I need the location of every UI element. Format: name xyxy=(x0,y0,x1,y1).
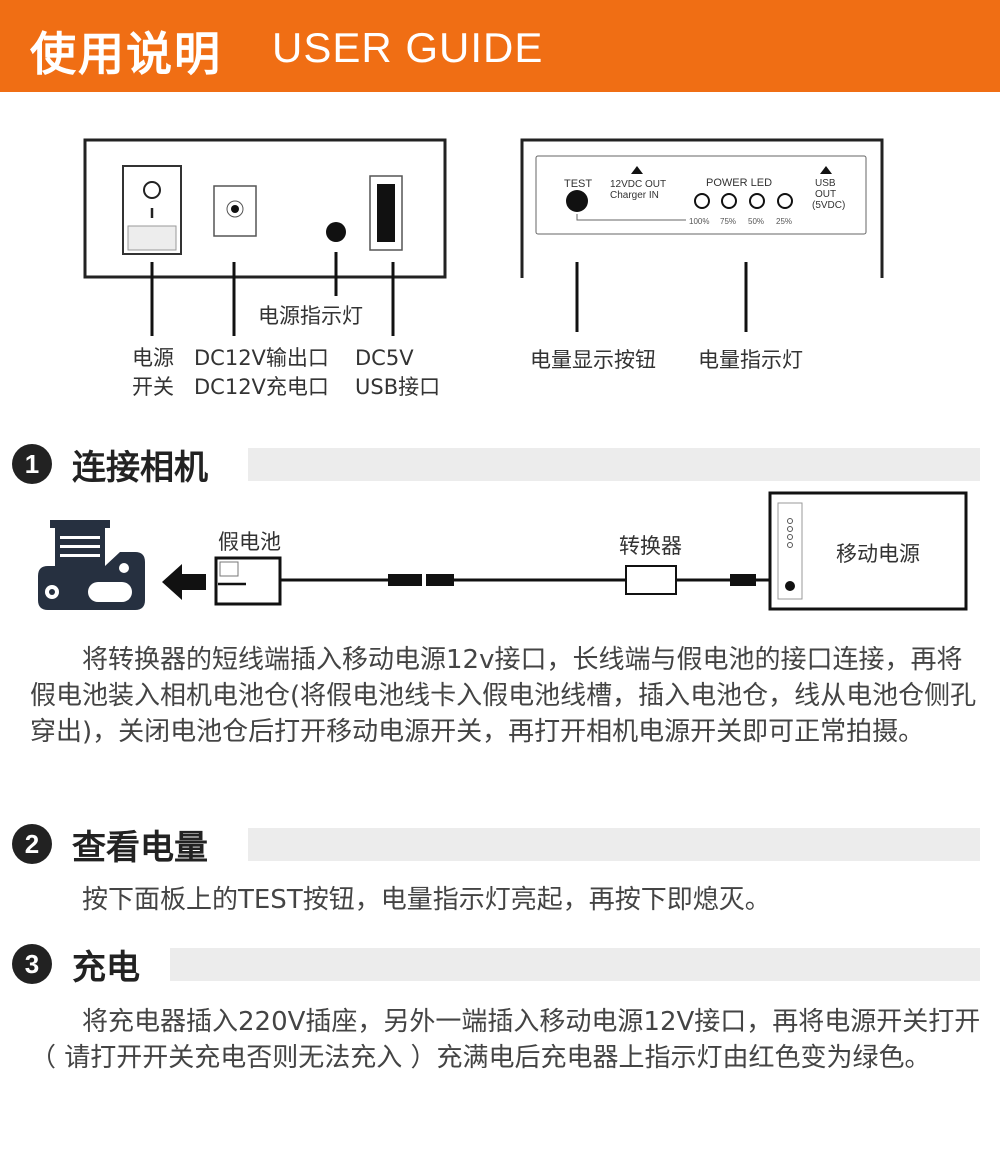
usb-label-2: OUT xyxy=(815,189,836,200)
power-indicator-led xyxy=(326,222,346,242)
connection-diagram xyxy=(38,491,968,611)
section-number: 1 xyxy=(12,444,52,484)
usb-callout-2: USB接口 xyxy=(355,375,441,399)
led-level-25: 25% xyxy=(776,217,792,226)
test-label: TEST xyxy=(564,178,592,190)
page-title-cn: 使用说明 xyxy=(30,27,222,81)
section-2-text: 按下面板上的TEST按钮，电量指示灯亮起，再按下即熄灭。 xyxy=(82,885,771,915)
switch-callout-1: 电源 xyxy=(132,346,174,370)
camera-icon xyxy=(38,520,145,610)
section-bar xyxy=(170,948,980,981)
side-panel-right: TEST 12VDC OUT Charger IN POWER LED 100%… xyxy=(520,138,884,332)
dc-label-1: 12VDC OUT xyxy=(610,179,666,190)
power-led-label: POWER LED xyxy=(706,177,772,189)
section-title: 充电 xyxy=(72,948,140,988)
power-bank-label: 移动电源 xyxy=(836,542,920,566)
section-title: 查看电量 xyxy=(72,828,208,868)
led-level-50: 50% xyxy=(748,217,764,226)
header-banner: 使用说明 USER GUIDE xyxy=(0,0,1000,92)
usb-label-1: USB xyxy=(815,178,836,189)
dc-label-2: Charger IN xyxy=(610,190,659,201)
dc-callout-2: DC12V充电口 xyxy=(194,375,329,399)
section-number: 2 xyxy=(12,824,52,864)
usb-port xyxy=(369,175,403,251)
section-title: 连接相机 xyxy=(72,448,208,488)
power-led-row xyxy=(694,193,793,209)
device-panels-diagram: TEST 12VDC OUT Charger IN POWER LED 100%… xyxy=(83,138,884,336)
dummy-battery xyxy=(214,556,282,606)
led-level-100: 100% xyxy=(689,217,709,226)
section-charging: 3 充电 xyxy=(12,940,982,988)
side-panel-left xyxy=(83,138,447,336)
usb-callout-1: DC5V xyxy=(355,346,414,370)
converter-label: 转换器 xyxy=(619,534,682,558)
dc-port xyxy=(213,185,257,237)
insert-arrow-icon xyxy=(162,564,206,600)
led-level-75: 75% xyxy=(720,217,736,226)
switch-callout-2: 开关 xyxy=(132,375,174,399)
section-connect-camera: 1 连接相机 xyxy=(12,440,982,488)
test-button xyxy=(566,190,588,212)
led-callout: 电量指示灯 xyxy=(698,348,803,372)
section-bar xyxy=(248,448,980,481)
power-switch xyxy=(122,165,182,255)
converter xyxy=(625,565,677,595)
dc-callout-1: DC12V输出口 xyxy=(194,346,329,370)
section-1-text: 将转换器的短线端插入移动电源12v接口，长线端与假电池的接口连接，再将假电池装入… xyxy=(30,645,977,747)
section-bar xyxy=(248,828,980,861)
button-callout: 电量显示按钮 xyxy=(530,348,656,372)
section-number: 3 xyxy=(12,944,52,984)
dummy-battery-label: 假电池 xyxy=(218,530,281,554)
section-check-battery: 2 查看电量 xyxy=(12,820,982,868)
indicator-callout: 电源指示灯 xyxy=(258,304,363,328)
section-3-text: 将充电器插入220V插座，另外一端插入移动电源12V接口，再将电源开关打开（ 请… xyxy=(30,1007,981,1073)
power-bank xyxy=(768,491,968,611)
usb-label-3: (5VDC) xyxy=(812,200,845,211)
page-title-en: USER GUIDE xyxy=(272,24,544,71)
